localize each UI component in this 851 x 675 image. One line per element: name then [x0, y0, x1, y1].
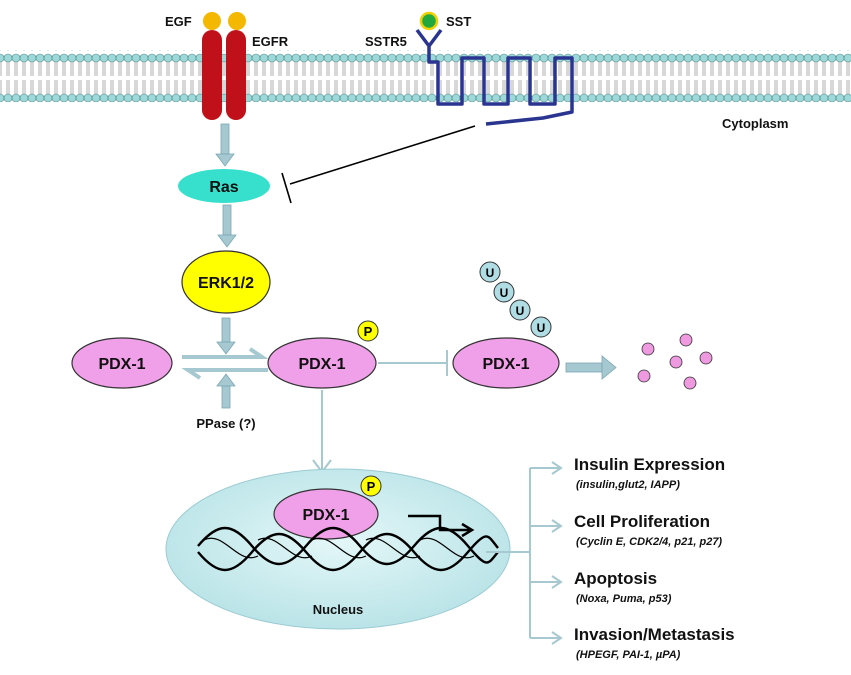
ubiquitin-icon [509, 299, 531, 321]
pdx1-unphosphorylated-node [71, 337, 173, 389]
svg-text:Invasion/Metastasis: Invasion/Metastasis [574, 625, 735, 644]
egf-label: EGF [165, 14, 192, 29]
pdx1-to-nucleus-arrow [312, 390, 332, 474]
svg-text:(Cyclin E, CDK2/4, p21, p27): (Cyclin E, CDK2/4, p21, p27) [576, 536, 722, 548]
ubiquitin-icon [479, 261, 501, 283]
sstr5-receptor [415, 28, 574, 126]
ras-node [178, 169, 270, 203]
sst-label: SST [446, 14, 471, 29]
ppase-label: PPase (?) [196, 416, 255, 431]
sstr5-inhibits-ras-line [289, 125, 476, 185]
transcription-arrowhead [461, 522, 475, 538]
egfr-receptor [226, 30, 246, 120]
phosphate-label: P [364, 324, 373, 339]
outcome-cell-proliferation: Cell Proliferation (Cyclin E, CDK2/4, p2… [574, 512, 722, 548]
svg-text:(HPEGF, PAI-1, µPA): (HPEGF, PAI-1, µPA) [576, 649, 681, 661]
outcome-invasion-metastasis: Invasion/Metastasis (HPEGF, PAI-1, µPA) [574, 625, 735, 661]
transcription-start-icon [408, 514, 470, 532]
svg-text:U: U [500, 286, 509, 300]
egfr-to-ras-arrow [215, 123, 235, 167]
erk-node [181, 250, 271, 314]
svg-text:Apoptosis: Apoptosis [574, 569, 657, 588]
phosphorylation-equilibrium-arrows [181, 347, 269, 380]
nucleus [165, 468, 511, 630]
svg-text:(insulin,glut2, IAPP): (insulin,glut2, IAPP) [576, 479, 680, 491]
ubiquitin-chain: U U U U [479, 261, 552, 338]
dna-helix-icon [197, 527, 499, 571]
inhibition-bar [281, 172, 292, 204]
egf-ligand-icon [228, 12, 246, 30]
degradation-arrow [565, 355, 617, 380]
erk-to-phospho-arrow [216, 317, 236, 355]
pdx1-ubiquitinated-node [452, 337, 560, 389]
phosphate-label: P [367, 479, 376, 494]
degraded-fragments [637, 333, 713, 390]
erk-label: ERK1/2 [198, 275, 254, 292]
pdx1-phosphorylated-node [267, 337, 377, 389]
phosphate-badge [357, 320, 379, 342]
ubiquitin-icon [530, 316, 552, 338]
egf-ligand-icon [203, 12, 221, 30]
svg-text:(Noxa, Puma, p53): (Noxa, Puma, p53) [576, 593, 672, 605]
pdx1-label: PDX-1 [98, 356, 145, 373]
egfr-label: EGFR [252, 34, 289, 49]
pdx1-nuclear-node [273, 488, 379, 540]
ras-label: Ras [209, 179, 238, 196]
sst-ligand-icon [419, 11, 439, 31]
svg-text:U: U [537, 321, 546, 335]
sstr5-label: SSTR5 [365, 34, 407, 49]
svg-text:Insulin Expression: Insulin Expression [574, 455, 725, 474]
ras-to-erk-arrow [217, 204, 237, 248]
svg-text:U: U [516, 304, 525, 318]
pdx1-label: PDX-1 [298, 356, 345, 373]
cytoplasm-label: Cytoplasm [722, 116, 788, 131]
ppase-arrow [216, 373, 236, 409]
phosphate-badge [360, 475, 382, 497]
svg-text:Cell Proliferation: Cell Proliferation [574, 512, 710, 531]
egfr-receptor [202, 30, 222, 120]
svg-text:U: U [486, 266, 495, 280]
outcome-insulin-expression: Insulin Expression (insulin,glut2, IAPP) [574, 455, 725, 491]
ubiquitin-icon [493, 281, 515, 303]
pdx1-label: PDX-1 [302, 507, 349, 524]
pdx1-label: PDX-1 [482, 356, 529, 373]
cell-membrane [0, 50, 851, 102]
nucleus-label: Nucleus [313, 602, 364, 617]
outcome-bracket [486, 461, 563, 645]
outcome-apoptosis: Apoptosis (Noxa, Puma, p53) [574, 569, 672, 605]
